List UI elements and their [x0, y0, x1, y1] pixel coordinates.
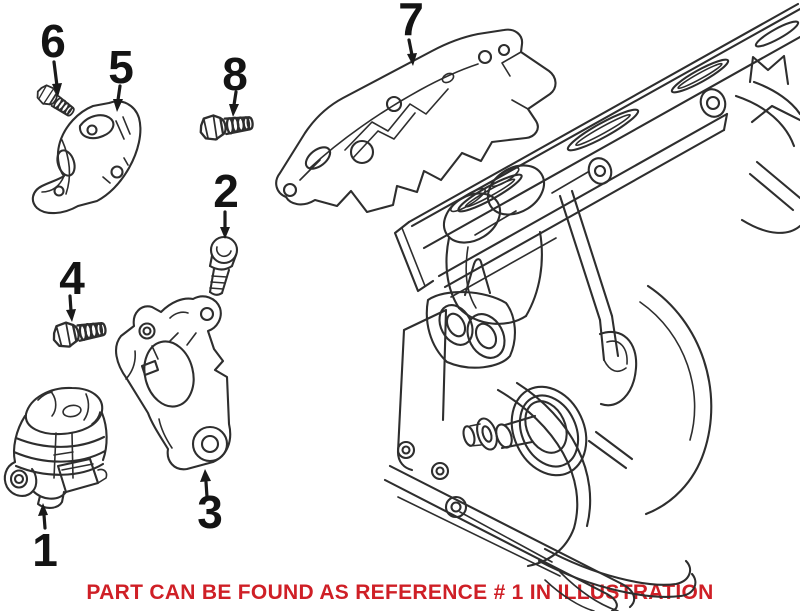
- callout-label-6: 6: [40, 15, 66, 67]
- callout-arrow-2: [220, 210, 230, 239]
- callout-label-4: 4: [59, 252, 85, 304]
- engine-assembly-drawing: [383, 2, 800, 611]
- callout-arrow-7: [407, 38, 417, 66]
- callout-arrow-8: [229, 90, 239, 117]
- bracket-drawing-part-5: [31, 100, 142, 215]
- heat-shield-drawing-part-7: [275, 28, 557, 214]
- callout-arrow-5: [113, 84, 123, 112]
- callout-label-7: 7: [398, 0, 424, 45]
- line-art-root: [3, 2, 800, 611]
- callout-label-2: 2: [213, 165, 239, 217]
- bolt-drawing-part-2: [208, 235, 239, 296]
- reference-note: PART CAN BE FOUND AS REFERENCE # 1 IN IL…: [86, 581, 714, 604]
- callout-label-5: 5: [108, 41, 134, 93]
- callout-arrow-6: [52, 60, 62, 97]
- callout-arrow-4: [66, 294, 76, 322]
- mount-bracket-drawing-part-3: [114, 295, 232, 471]
- engine-mount-drawing-part-1: [3, 386, 108, 509]
- callout-label-1: 1: [32, 524, 58, 576]
- callout-label-3: 3: [197, 486, 223, 538]
- callout-arrow-3: [200, 469, 211, 499]
- callout-label-8: 8: [222, 48, 248, 100]
- callout-arrow-1: [38, 503, 48, 530]
